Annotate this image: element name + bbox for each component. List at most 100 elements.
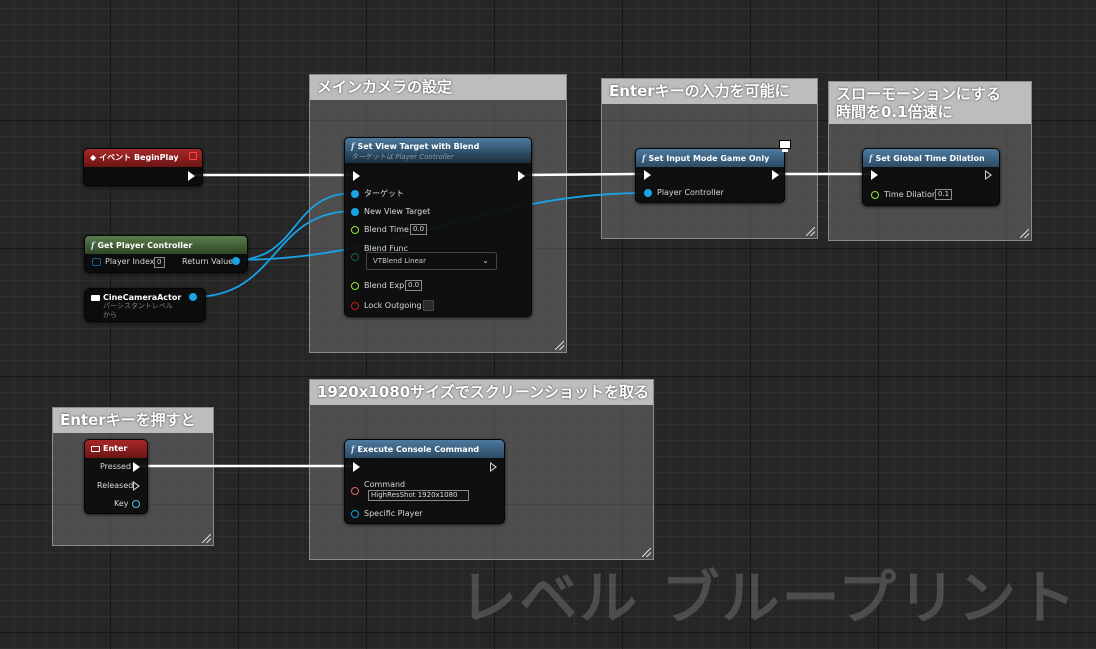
- exec-in-pin[interactable]: [644, 170, 651, 180]
- comment-title: 1920x1080サイズでスクリーンショットを取る: [310, 380, 653, 405]
- exec-out-pin[interactable]: [188, 171, 195, 181]
- released-exec-pin[interactable]: [133, 481, 140, 491]
- blend-time-pin[interactable]: [351, 226, 359, 234]
- player-controller-label: Player Controller: [657, 188, 724, 197]
- comment-title: Enterキーを押すと: [53, 408, 213, 433]
- node-title: Set View Target with Blend: [357, 142, 480, 151]
- node-subtitle: パーシスタントレベル から: [103, 302, 173, 319]
- player-index-input[interactable]: 0: [154, 257, 165, 268]
- exec-out-pin[interactable]: [772, 170, 779, 180]
- object-wire: [192, 210, 355, 298]
- blend-func-pin[interactable]: [351, 253, 359, 261]
- node-title: Execute Console Command: [357, 445, 480, 454]
- time-dilation-input[interactable]: 0.1: [935, 189, 952, 200]
- actor-out-pin[interactable]: [189, 293, 197, 301]
- blend-exp-label: Blend Exp: [364, 281, 405, 290]
- node-cine-camera-actor[interactable]: CineCameraActor パーシスタントレベル から: [84, 288, 206, 322]
- resize-grip-icon[interactable]: [555, 341, 564, 350]
- node-title: イベント BeginPlay: [99, 153, 179, 162]
- blend-func-select[interactable]: VTBlend Linear ⌄: [366, 252, 497, 270]
- blend-func-value: VTBlend Linear: [373, 257, 426, 265]
- time-dilation-pin[interactable]: [871, 191, 879, 199]
- lock-outgoing-label: Lock Outgoing: [364, 301, 422, 310]
- target-label: ターゲット: [364, 189, 404, 198]
- node-enter-key-event[interactable]: Enter Pressed Released Key: [84, 439, 148, 514]
- keyboard-icon: [91, 445, 100, 452]
- key-label: Key: [114, 499, 129, 508]
- time-dilation-label: Time Dilation: [884, 190, 937, 199]
- event-diamond-icon: ◆: [90, 153, 97, 162]
- pressed-label: Pressed: [100, 462, 132, 471]
- new-view-target-label: New View Target: [364, 207, 431, 216]
- node-header: Enter: [85, 440, 147, 458]
- comment-title-line-2: 時間を0.1倍速に: [836, 103, 953, 121]
- chevron-down-icon: ⌄: [482, 256, 489, 265]
- function-f-icon: f: [869, 153, 873, 163]
- key-pin[interactable]: [132, 500, 140, 508]
- blend-exp-pin[interactable]: [351, 282, 359, 290]
- monitor-icon: [777, 139, 793, 153]
- exec-out-pin[interactable]: [518, 171, 525, 181]
- player-controller-pin[interactable]: [644, 189, 652, 197]
- blend-time-input[interactable]: 0.0: [410, 224, 427, 235]
- lock-outgoing-pin[interactable]: [351, 302, 359, 310]
- resize-grip-icon[interactable]: [642, 548, 651, 557]
- command-pin[interactable]: [351, 487, 359, 495]
- resize-grip-icon[interactable]: [1020, 229, 1029, 238]
- return-value-pin[interactable]: [232, 257, 240, 265]
- resize-grip-icon[interactable]: [202, 534, 211, 543]
- exec-in-pin[interactable]: [353, 171, 360, 181]
- function-f-icon: f: [642, 153, 646, 163]
- exec-out-pin[interactable]: [985, 170, 992, 180]
- blend-func-label: Blend Func: [364, 244, 409, 253]
- exec-out-pin[interactable]: [490, 462, 497, 472]
- comment-title: メインカメラの設定: [310, 75, 566, 100]
- lock-outgoing-checkbox[interactable]: [423, 300, 434, 311]
- node-header: ◆イベント BeginPlay: [84, 149, 202, 167]
- new-view-target-pin[interactable]: [351, 208, 359, 216]
- player-index-label: Player Index: [105, 257, 155, 266]
- target-pin[interactable]: [351, 190, 359, 198]
- node-title: Set Global Time Dilation: [875, 154, 985, 163]
- node-event-begin-play[interactable]: ◆イベント BeginPlay: [83, 148, 203, 186]
- pressed-exec-pin[interactable]: [133, 462, 140, 472]
- comment-title: スローモーションにする 時間を0.1倍速に: [829, 82, 1031, 124]
- delegate-pin-icon[interactable]: [189, 152, 197, 160]
- camera-actor-icon: [91, 294, 100, 301]
- comment-title: Enterキーの入力を可能に: [602, 79, 817, 104]
- blend-exp-input[interactable]: 0.0: [405, 280, 422, 291]
- function-f-icon: f: [351, 141, 355, 151]
- comment-enter-press[interactable]: Enterキーを押すと: [52, 407, 214, 546]
- specific-player-pin[interactable]: [351, 510, 359, 518]
- exec-wire: [522, 172, 644, 177]
- function-f-icon: f: [91, 240, 95, 250]
- command-input[interactable]: HighResShot 1920x1080: [368, 490, 469, 501]
- resize-grip-icon[interactable]: [806, 227, 815, 236]
- specific-player-label: Specific Player: [364, 509, 423, 518]
- blend-time-label: Blend Time: [364, 225, 409, 234]
- node-header: CineCameraActor: [85, 289, 205, 302]
- level-blueprint-watermark: レベル ブループリント: [459, 564, 1078, 632]
- node-title: Set Input Mode Game Only: [648, 154, 770, 163]
- node-title: CineCameraActor: [103, 293, 182, 302]
- released-label: Released: [97, 481, 134, 490]
- command-label: Command: [364, 480, 406, 489]
- exec-in-pin[interactable]: [871, 170, 878, 180]
- node-title: Get Player Controller: [97, 241, 193, 250]
- node-subtitle: ターゲットは Player Controller: [345, 153, 531, 163]
- player-index-pin[interactable]: [92, 258, 101, 266]
- return-value-label: Return Value: [182, 257, 234, 266]
- comment-title-line-1: スローモーションにする: [836, 85, 1001, 103]
- exec-in-pin[interactable]: [353, 462, 360, 472]
- function-f-icon: f: [351, 444, 355, 454]
